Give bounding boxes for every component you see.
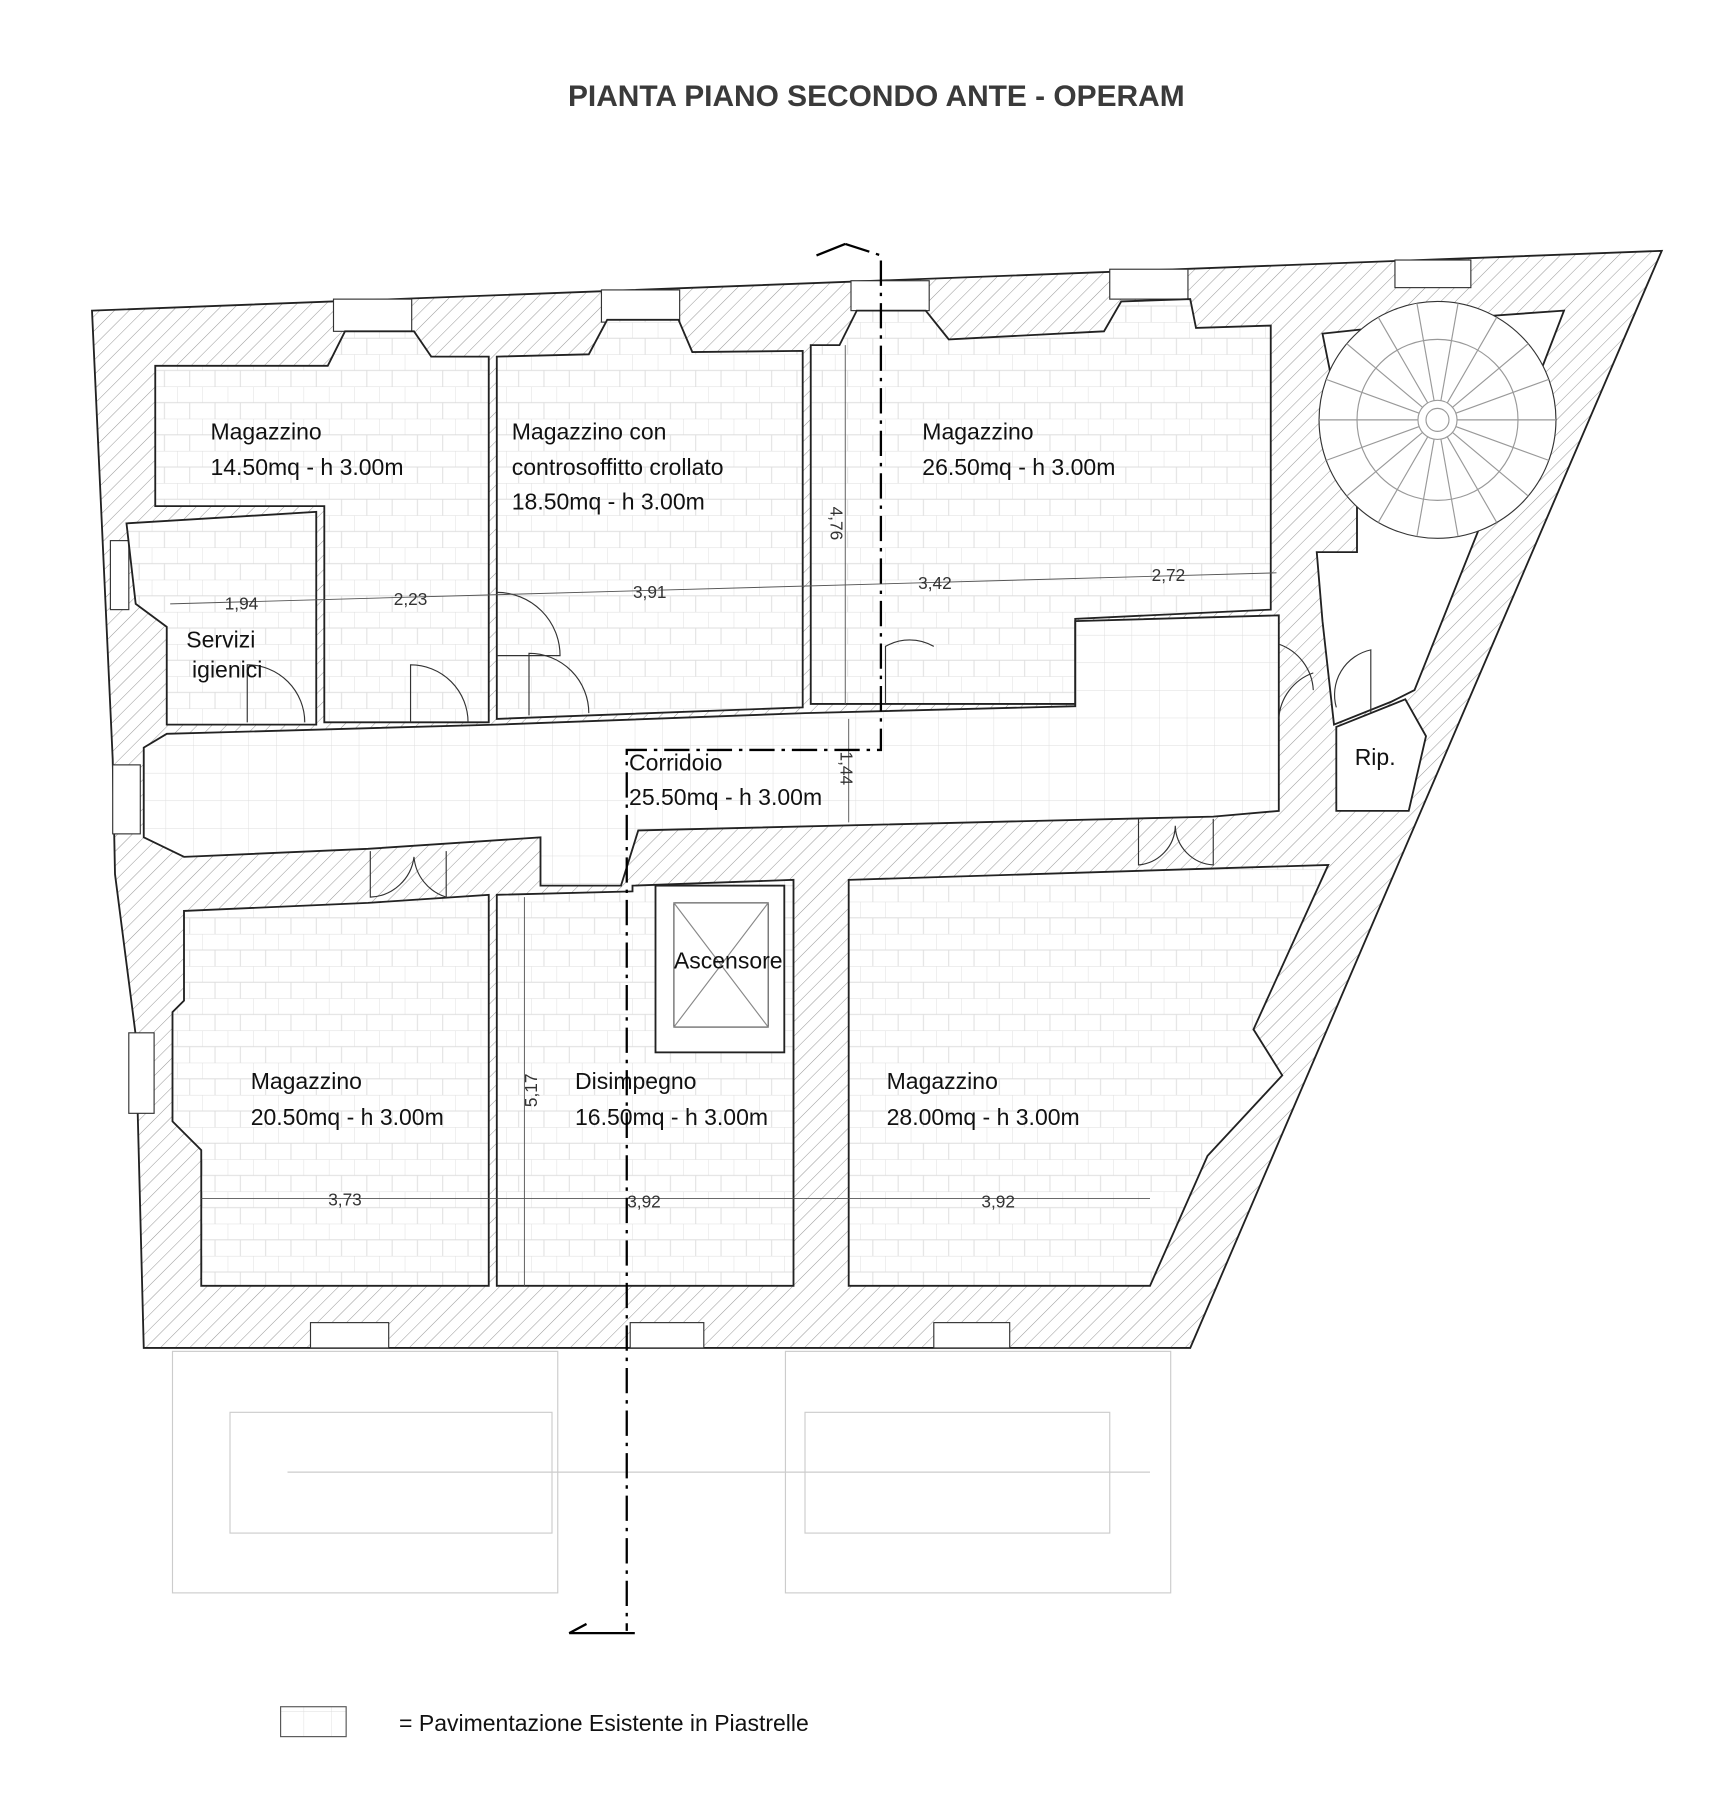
- section-arrow-top: [816, 242, 846, 257]
- label-magazzino-20: Magazzino: [251, 1068, 362, 1094]
- terrace-outline: [171, 1350, 1172, 1594]
- stair-step: [1440, 303, 1459, 401]
- stair-step: [1377, 317, 1429, 404]
- label-magazzino-18: Magazzino con: [512, 418, 667, 444]
- stair-step: [1325, 378, 1420, 414]
- info-magazzino-26: 26.50mq - h 3.00m: [922, 454, 1115, 480]
- label-servizi: Servizi: [186, 627, 255, 653]
- room-servizi: [125, 510, 318, 726]
- elevator-shaft: [654, 884, 786, 1054]
- label-magazzino-28: Magazzino: [887, 1068, 998, 1094]
- legend-tile-swatch: [280, 1706, 347, 1738]
- label-corridoio: Corridoio: [629, 750, 722, 776]
- label-disimpegno: Disimpegno: [575, 1068, 696, 1094]
- stair-step: [1416, 439, 1435, 537]
- label-ripostiglio: Rip.: [1355, 744, 1396, 770]
- dim-3-92-a: 3,92: [627, 1192, 661, 1212]
- stair-step: [1325, 426, 1420, 461]
- plan-title: PIANTA PIANO SECONDO ANTE - OPERAM: [568, 80, 1185, 113]
- dim-1-44: 1,44: [837, 752, 857, 786]
- label-magazzino-14: Magazzino: [210, 418, 321, 444]
- room-magazzino-20: [171, 893, 490, 1287]
- room-magazzino-28: [847, 863, 1330, 1287]
- label-servizi-line2: igienici: [192, 656, 262, 682]
- stair-step: [1416, 303, 1435, 401]
- info-disimpegno: 16.50mq - h 3.00m: [575, 1104, 768, 1130]
- legend-label: = Pavimentazione Esistente in Piastrelle: [399, 1710, 809, 1736]
- info-magazzino-14: 14.50mq - h 3.00m: [210, 454, 403, 480]
- stair-step: [1452, 432, 1529, 497]
- dim-3-92-b: 3,92: [981, 1192, 1015, 1212]
- room-ripostiglio: [1335, 698, 1427, 812]
- stair-step: [1377, 436, 1429, 523]
- room-magazzino-18: [495, 318, 804, 720]
- stair-step: [1440, 439, 1459, 537]
- section-line: [625, 242, 883, 1631]
- room-magazzino-14: [154, 330, 490, 724]
- stair-step: [1346, 432, 1423, 497]
- stair-step: [1455, 378, 1550, 414]
- info-magazzino-28: 28.00mq - h 3.00m: [887, 1104, 1080, 1130]
- info-corridoio: 25.50mq - h 3.00m: [629, 784, 822, 810]
- label-ascensore: Ascensore: [674, 947, 783, 973]
- windows: [109, 259, 1472, 1349]
- info-magazzino-20: 20.50mq - h 3.00m: [251, 1104, 444, 1130]
- label-magazzino-18-line2: controsoffitto crollato: [512, 454, 724, 480]
- dimension-lines: [170, 345, 1277, 1286]
- section-arrow-bottom: [568, 1622, 635, 1635]
- stair-step: [1446, 436, 1498, 523]
- stair-step: [1452, 343, 1529, 408]
- dim-3-73: 3,73: [328, 1189, 362, 1209]
- dim-5-17: 5,17: [521, 1074, 541, 1108]
- dim-3-42: 3,42: [918, 573, 952, 593]
- stair-step: [1455, 426, 1550, 461]
- stair-step: [1446, 317, 1498, 404]
- info-magazzino-18: 18.50mq - h 3.00m: [512, 489, 705, 515]
- dim-3-91: 3,91: [633, 582, 667, 602]
- dim-2-72: 2,72: [1152, 565, 1186, 585]
- door-swings: [246, 591, 1372, 898]
- stair-step: [1346, 343, 1423, 408]
- dim-4-76: 4,76: [826, 507, 846, 541]
- dim-2-23: 2,23: [394, 589, 428, 609]
- spiral-staircase-icon: [1318, 300, 1557, 539]
- label-magazzino-26: Magazzino: [922, 418, 1033, 444]
- dim-1-94: 1,94: [225, 594, 259, 614]
